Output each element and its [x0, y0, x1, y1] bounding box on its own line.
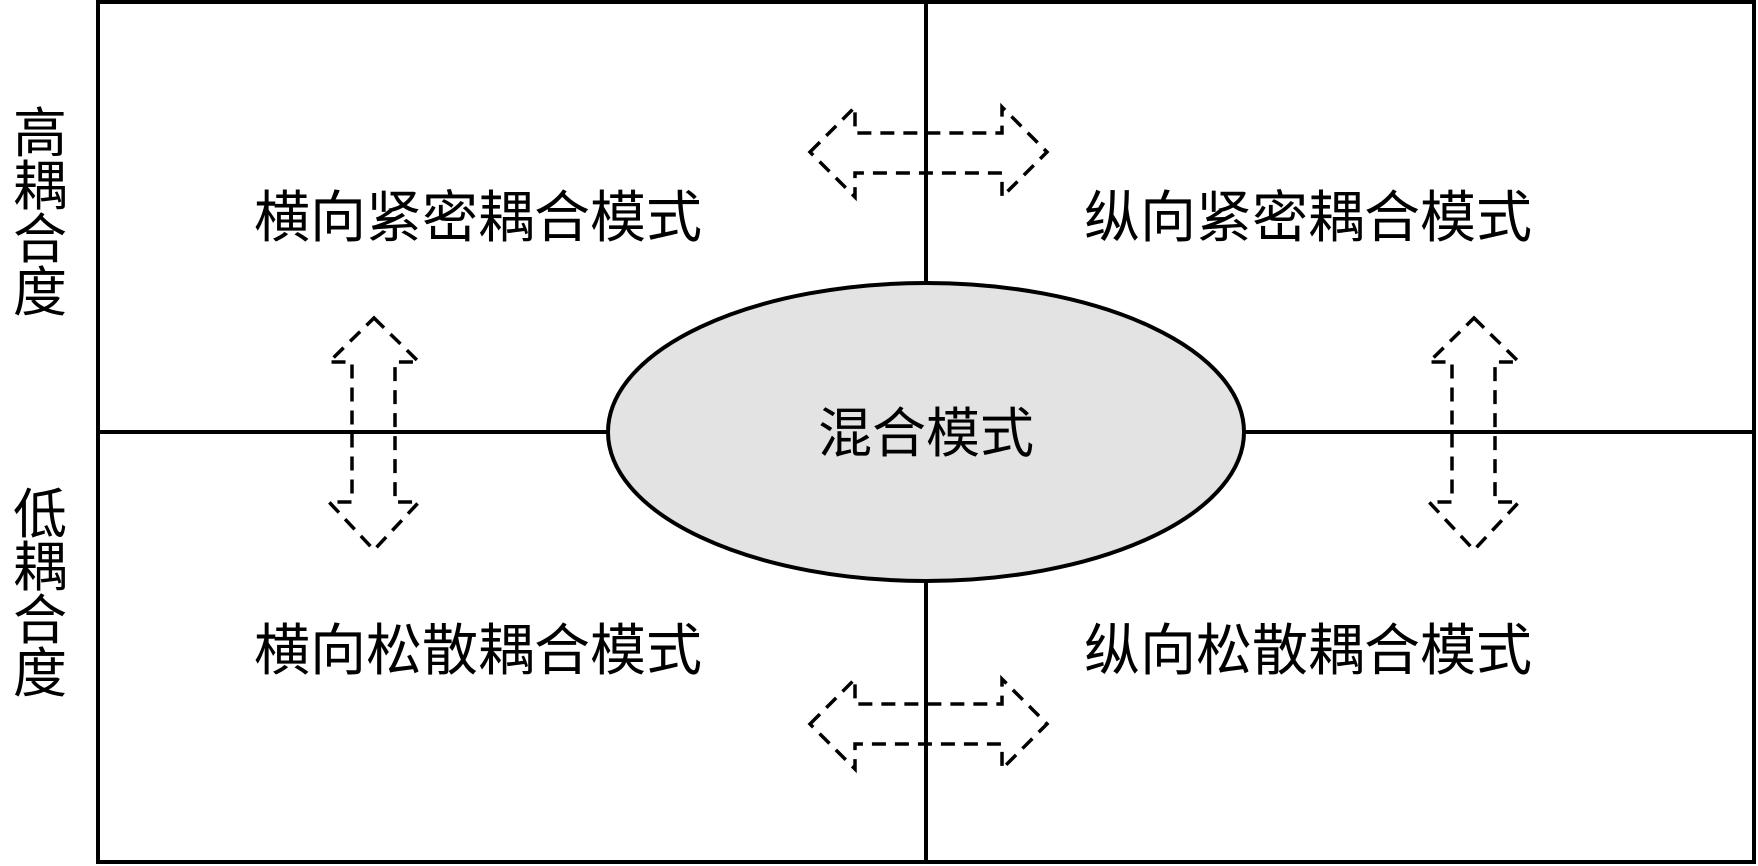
- high-label-char: 耦: [13, 155, 67, 218]
- low-label-char: 度: [13, 642, 67, 705]
- low-label-char: 合: [13, 589, 67, 652]
- low-label-char: 耦: [13, 536, 67, 599]
- high-label-char: 合: [13, 208, 67, 271]
- double-arrow-vertical-right-icon: [1424, 315, 1524, 553]
- low-coupling-label: 低耦合度: [13, 483, 67, 705]
- quadrant-top-left-label: 横向紧密耦合模式: [254, 186, 702, 251]
- double-arrow-horizontal-bottom-icon: [807, 674, 1050, 774]
- high-coupling-label: 高耦合度: [13, 102, 67, 324]
- low-label-char: 低: [13, 483, 67, 546]
- double-arrow-horizontal-top-icon: [807, 102, 1050, 202]
- double-arrow-vertical-left-icon: [324, 315, 424, 553]
- quadrant-bottom-right-label: 纵向松散耦合模式: [1084, 619, 1532, 684]
- high-label-char: 度: [13, 261, 67, 324]
- quadrant-bottom-left-label: 横向松散耦合模式: [254, 619, 702, 684]
- center-ellipse: [606, 281, 1246, 583]
- quadrant-top-right-label: 纵向紧密耦合模式: [1084, 186, 1532, 251]
- center-label: 混合模式: [818, 402, 1034, 465]
- high-label-char: 高: [13, 102, 67, 165]
